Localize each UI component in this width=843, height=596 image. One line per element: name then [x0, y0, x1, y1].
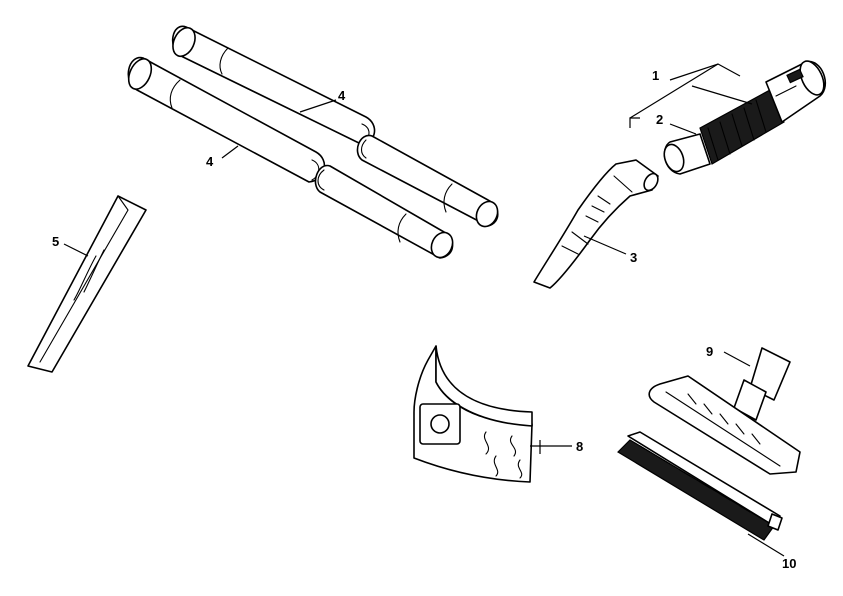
callout-2: 2 — [656, 112, 663, 127]
tube-lower-right — [314, 164, 454, 259]
tube-upper-right — [356, 134, 499, 228]
callout-4-lower: 4 — [206, 154, 214, 169]
callout-3: 3 — [630, 250, 637, 265]
filter-bag — [413, 345, 533, 483]
callout-4-upper: 4 — [338, 88, 346, 103]
callout-10: 10 — [782, 556, 796, 571]
callout-8: 8 — [576, 439, 583, 454]
extension-tubes — [127, 25, 499, 259]
tube-upper-left — [171, 25, 376, 145]
leader-lines — [63, 63, 785, 557]
callout-5: 5 — [52, 234, 59, 249]
wand-handle — [533, 159, 659, 289]
suction-hose — [663, 60, 826, 175]
brush-strip — [617, 431, 783, 541]
tube-lower-left — [127, 57, 326, 183]
crevice-nozzle — [27, 195, 147, 373]
callout-9: 9 — [706, 344, 713, 359]
floor-nozzle — [648, 347, 801, 475]
callout-labels: 1 2 3 4 4 5 8 9 10 — [52, 68, 796, 571]
callout-1: 1 — [652, 68, 659, 83]
